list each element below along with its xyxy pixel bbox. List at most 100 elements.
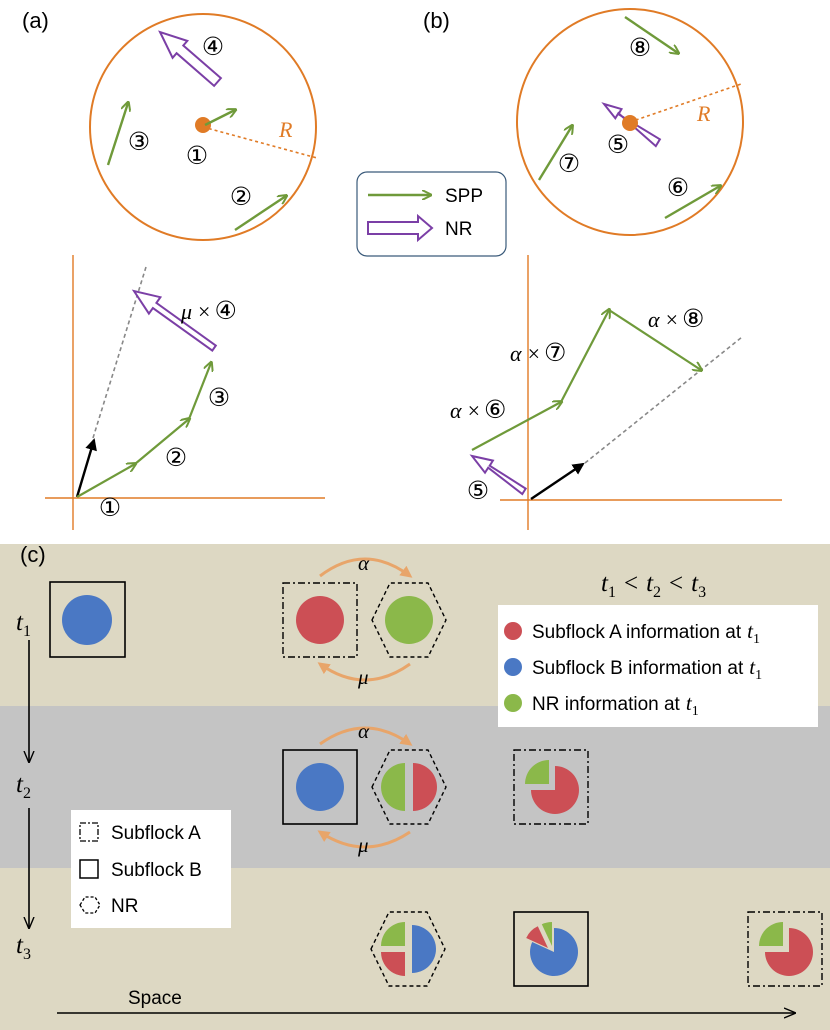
shape-legend-label-b: Subflock B — [111, 860, 202, 881]
subflock-b-pie-red-t3 — [526, 926, 548, 948]
sum-label-mu-4: μ×④ — [180, 296, 237, 325]
sum-nr-4 — [131, 289, 218, 353]
radius-label-a: R — [278, 117, 293, 142]
legend-spp-label: SPP — [445, 186, 483, 207]
sum-label-1: ① — [99, 493, 121, 522]
subflock-b-box-t3 — [513, 911, 589, 987]
sum-spp-3 — [187, 363, 211, 420]
space-label: Space — [128, 988, 182, 1009]
label-4-circle: ④ — [202, 32, 224, 61]
label-1-circle: ① — [186, 141, 208, 170]
resultant-arrow-b — [530, 462, 585, 500]
shape-legend-dashdot-square — [79, 822, 99, 842]
spp-arrow-3 — [106, 103, 128, 166]
nr-info-t1 — [385, 596, 433, 644]
subflock-a-pie-green-t3 — [759, 922, 783, 946]
shape-legend-solid-square — [79, 859, 99, 879]
exchange-arrow-mu-t2 — [317, 830, 411, 849]
sum-spp-7 — [560, 310, 609, 403]
time-label-t3: t3 — [16, 932, 31, 963]
info-legend-swatch-b — [504, 658, 522, 676]
info-legend-swatch-nr — [504, 694, 522, 712]
sum-label-3: ③ — [208, 383, 230, 412]
legend-spp-nr: SPP NR — [356, 171, 507, 257]
subflock-b-info-t2 — [296, 763, 344, 811]
panel-a: (a) R ① ② ③ ④ ① ② ③ μ×④ — [22, 8, 325, 530]
sum-label-2: ② — [165, 443, 187, 472]
label-3-circle: ③ — [128, 127, 150, 156]
nr-hexagon-t2 — [371, 749, 447, 825]
spp-arrow-8 — [624, 16, 678, 53]
sum-label-5: ⑤ — [467, 476, 489, 505]
radius-label-b: R — [696, 101, 711, 126]
nr-pie-green-t3 — [381, 922, 405, 946]
exchange-label-alpha-t1: α — [358, 551, 370, 575]
exchange-label-mu-t2: μ — [357, 833, 369, 857]
sum-label-alpha-8: α×⑧ — [648, 304, 704, 333]
legend-box — [356, 171, 507, 257]
focal-agent-a — [195, 117, 211, 133]
time-label-t1: t1 — [16, 609, 31, 640]
subflock-a-pie-red-t2 — [531, 766, 579, 814]
nr-pie-red-t3 — [381, 952, 405, 976]
shape-legend-label-nr: NR — [111, 896, 138, 917]
info-legend-box — [498, 605, 818, 727]
subflock-b-info-t1 — [62, 595, 112, 645]
panel-a-label: (a) — [22, 8, 49, 33]
legend-nr-label: NR — [445, 219, 472, 240]
radius-line-a — [202, 126, 318, 159]
radius-line-b — [629, 83, 742, 123]
exchange-arrow-mu-t1 — [317, 662, 411, 682]
sum-spp-8 — [608, 309, 701, 370]
sum-label-alpha-6: α×⑥ — [450, 395, 506, 424]
focal-agent-b — [622, 115, 638, 131]
label-2-circle: ② — [230, 182, 252, 211]
shape-legend: Subflock A Subflock B NR — [71, 810, 231, 928]
spp-arrow-1 — [204, 110, 235, 127]
subflock-a-pie-red-t3 — [765, 928, 813, 976]
subflock-a-pie-green-t2 — [525, 760, 549, 784]
nr-pie-blue-t3 — [412, 925, 436, 973]
neighborhood-circle-a — [89, 13, 317, 241]
exchange-label-alpha-t2: α — [358, 719, 370, 743]
subflock-b-pie-blue-t3 — [530, 928, 579, 976]
subflock-b-pie-green-t3 — [541, 922, 552, 946]
resultant-arrow-a — [75, 438, 97, 498]
panel-c: (c) t1 t2 t3 Space t1<t2<t3 Subflock A i… — [0, 542, 830, 1030]
spp-arrow-6 — [664, 186, 720, 220]
subflock-a-info-t1 — [296, 596, 344, 644]
exchange-label-mu-t1: μ — [357, 665, 369, 689]
subflock-a-box-t2 — [513, 749, 589, 825]
spp-arrow-2 — [234, 196, 286, 231]
info-legend-swatch-a — [504, 622, 522, 640]
label-6-circle: ⑥ — [667, 173, 689, 202]
nr-hexagon-t1 — [371, 582, 447, 658]
spp-arrow-7 — [537, 126, 572, 181]
exchange-arrow-alpha-t2 — [319, 726, 413, 746]
neighborhood-circle-b — [516, 8, 744, 236]
nr-pie-red-t2 — [413, 763, 437, 811]
nr-arrow-4 — [158, 30, 223, 88]
label-7-circle: ⑦ — [558, 149, 580, 178]
time-order-formula: t1<t2<t3 — [601, 570, 706, 601]
nr-hexagon-t3 — [370, 911, 446, 987]
exchange-arrow-alpha-t1 — [319, 557, 413, 578]
label-5-circle: ⑤ — [607, 130, 629, 159]
resultant-guide-b — [584, 336, 743, 464]
legend-nr-arrow — [367, 213, 434, 243]
panel-b: (b) R ⑧ ⑤ ⑦ ⑥ ⑤ α×⑥ α×⑦ α×⑧ — [423, 8, 782, 530]
subflock-b-box-t1 — [49, 581, 126, 658]
subflock-b-box-t2 — [282, 749, 358, 825]
time-label-t2: t2 — [16, 771, 31, 802]
sum-spp-2 — [134, 419, 189, 465]
label-8-circle: ⑧ — [629, 33, 651, 62]
sum-spp-6 — [471, 402, 561, 451]
panel-b-label: (b) — [423, 8, 450, 33]
sum-label-alpha-7: α×⑦ — [510, 338, 566, 367]
shape-legend-label-a: Subflock A — [111, 823, 201, 844]
sum-spp-1 — [76, 464, 135, 498]
